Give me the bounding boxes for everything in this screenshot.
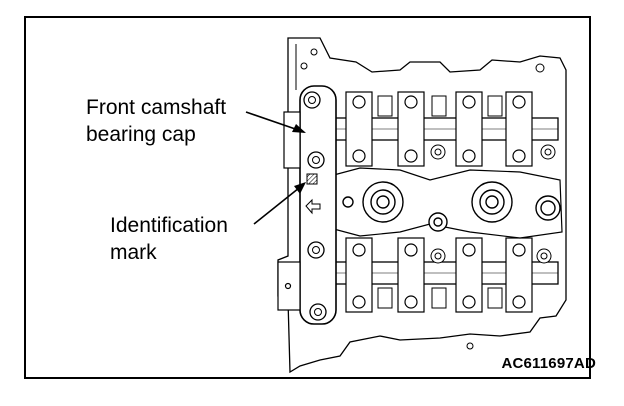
front-cap-arrowhead [292, 124, 306, 133]
upper-bearing-caps [345, 91, 533, 167]
identification-mark [306, 173, 318, 185]
identification-leader-line [253, 183, 305, 225]
identification-mark-label: Identification mark [110, 214, 228, 264]
lower-bearing-caps [345, 237, 533, 313]
front-direction-arrow-icon [305, 198, 321, 215]
figure-code: AC611697AD [501, 355, 596, 372]
spark-plug-wells [342, 181, 561, 232]
identification-arrowhead [294, 182, 306, 194]
front-camshaft-bearing-cap [299, 85, 337, 325]
front-camshaft-bearing-cap-label: Front camshaft bearing cap [86, 96, 227, 146]
